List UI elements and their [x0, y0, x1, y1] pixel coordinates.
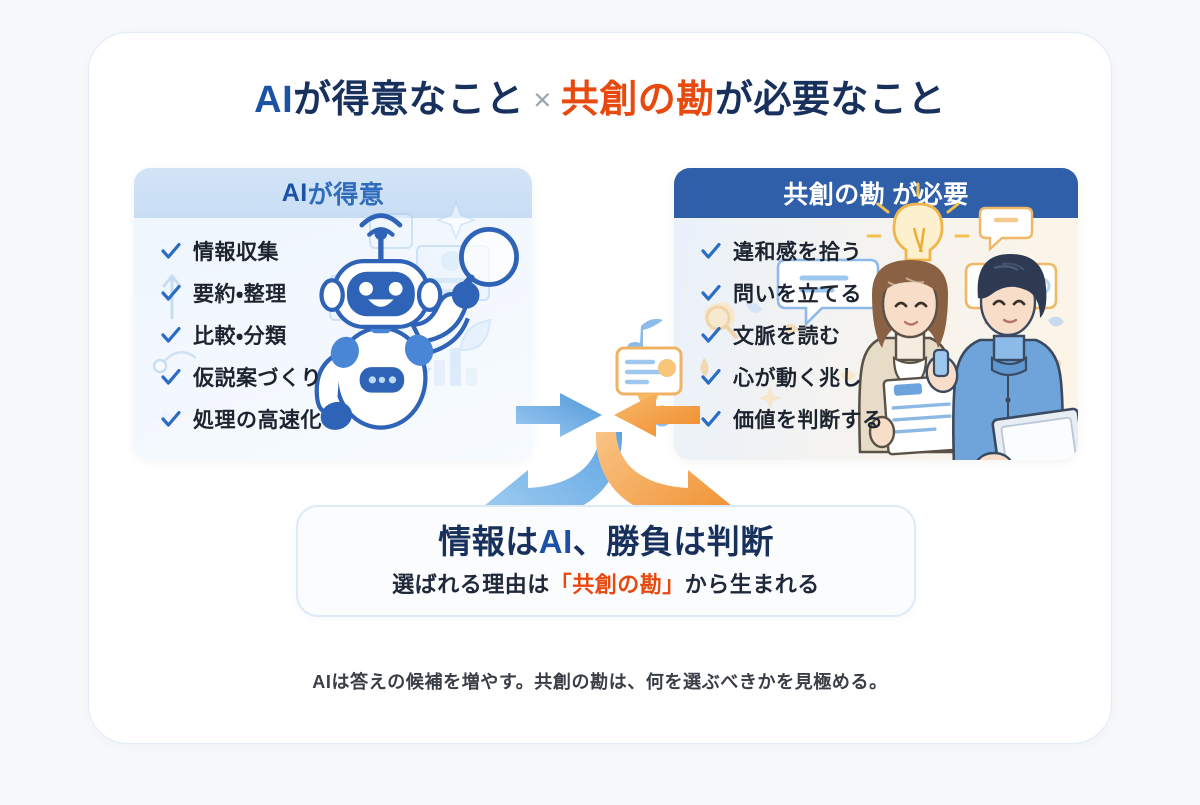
- title-kan-tail-text: が必要なこと: [714, 79, 946, 121]
- list-item-label: 処理の高速化: [193, 409, 322, 432]
- list-item: 要約・整理: [160, 272, 532, 314]
- panel-ai-header-strong: AI: [281, 178, 308, 207]
- list-item-label: 要約・整理: [193, 283, 287, 306]
- list-item: 価値を判断する: [700, 398, 1078, 440]
- title-times-icon: ×: [533, 82, 552, 117]
- conclusion-headline-ai: AI: [538, 522, 573, 560]
- list-item-label: 情報収集: [193, 241, 279, 264]
- check-icon: [700, 366, 722, 388]
- list-item-label: 文脈を読む: [733, 325, 841, 348]
- conclusion-headline-pre: 情報は: [438, 522, 539, 560]
- list-item: 文脈を読む: [700, 314, 1078, 356]
- list-item-label: 仮説案づくり: [193, 367, 322, 390]
- title-ai-text: AI: [254, 79, 294, 121]
- check-icon: [700, 282, 722, 304]
- panel-cocreation-header-sub: が必要: [892, 181, 969, 209]
- list-item-label: 違和感を拾う: [733, 241, 862, 264]
- conclusion-headline-post: 、勝負は判断: [572, 522, 774, 560]
- list-item: 情報収集: [160, 230, 532, 272]
- list-item: 問いを立てる: [700, 272, 1078, 314]
- check-icon: [700, 408, 722, 430]
- panel-cocreation-header-strong: 共創の勘: [783, 181, 886, 209]
- list-item: 比較・分類: [160, 314, 532, 356]
- check-icon: [160, 366, 182, 388]
- check-icon: [700, 324, 722, 346]
- panel-ai-header-sub: が得意: [307, 181, 385, 209]
- panel-cocreation-header: 共創の勘が必要: [674, 168, 1078, 218]
- conclusion-headline: 情報はAI、勝負は判断: [438, 523, 774, 561]
- conclusion-card: 情報はAI、勝負は判断 選ばれる理由は「共創の勘」から生まれる: [296, 505, 916, 617]
- conclusion-subline: 選ばれる理由は「共創の勘」から生まれる: [392, 567, 820, 599]
- check-icon: [160, 240, 182, 262]
- footer-note: AIは答えの候補を増やす。共創の勘は、何を選ぶべきかを見極める。: [312, 672, 888, 692]
- title-ai-tail-text: が得意なこと: [293, 79, 525, 121]
- ai-strength-list: 情報収集 要約・整理 比較・分類 仮説案づくり 処理の高速化: [134, 218, 532, 440]
- conclusion-subline-post: から生まれる: [684, 572, 820, 598]
- conclusion-subline-pre: 選ばれる理由は: [392, 572, 550, 598]
- conclusion-subline-quote: 「共創の勘」: [549, 572, 685, 598]
- check-icon: [160, 282, 182, 304]
- check-icon: [160, 324, 182, 346]
- check-icon: [160, 408, 182, 430]
- list-item: 仮説案づくり: [160, 356, 532, 398]
- panel-cocreation-intuition: 共創の勘が必要 違和感を拾う 問いを立てる 文脈を読む 心が動く兆し 価値を判断…: [674, 168, 1078, 460]
- cocreation-intuition-list: 違和感を拾う 問いを立てる 文脈を読む 心が動く兆し 価値を判断する: [674, 218, 1078, 440]
- list-item-label: 価値を判断する: [733, 409, 884, 432]
- list-item-label: 心が動く兆し: [733, 367, 862, 390]
- title-kan-text: 共創の勘: [560, 79, 715, 121]
- list-item: 違和感を拾う: [700, 230, 1078, 272]
- list-item-label: 比較・分類: [193, 325, 287, 348]
- page-title: AIが得意なこと×共創の勘が必要なこと: [88, 78, 1112, 124]
- check-icon: [700, 240, 722, 262]
- list-item-label: 問いを立てる: [733, 283, 862, 306]
- list-item: 処理の高速化: [160, 398, 532, 440]
- list-item: 心が動く兆し: [700, 356, 1078, 398]
